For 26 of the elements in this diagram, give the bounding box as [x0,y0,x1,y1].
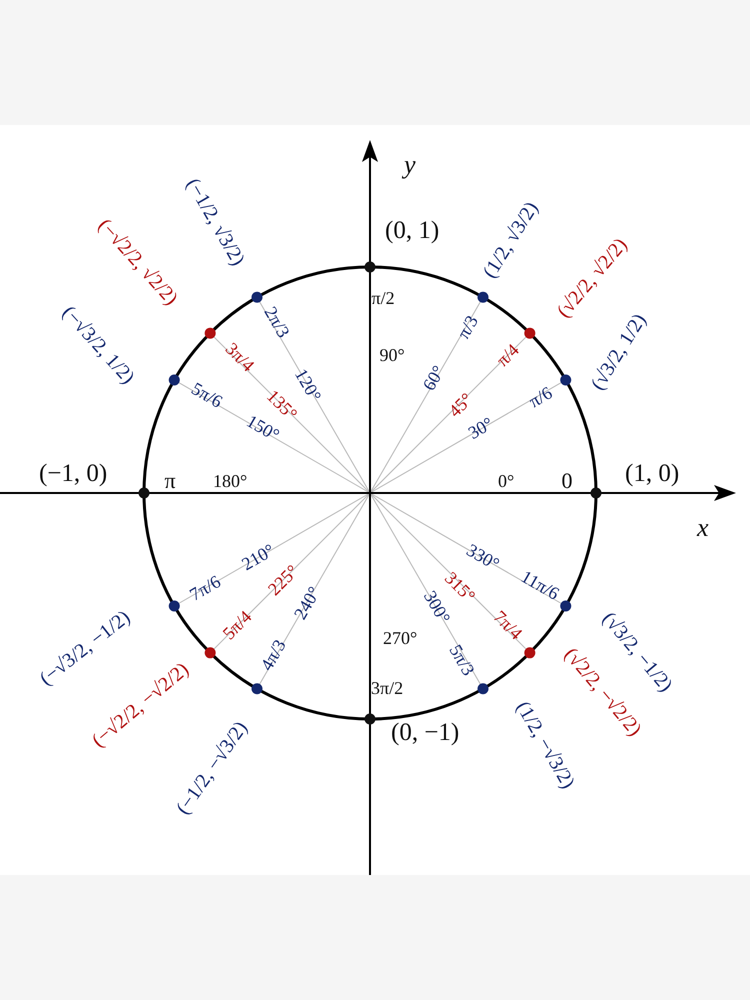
radian-label: π/3 [453,312,481,342]
radian-label: 3π/2 [371,679,404,697]
radian-label: 7π/4 [490,607,526,643]
radian-label: 3π/4 [222,339,258,375]
axis-label: x [697,515,709,541]
degree-label: 90° [380,346,405,364]
coordinate-label: (1, 0) [625,460,680,486]
coordinate-label: (−1, 0) [39,460,108,486]
radian-label: 7π/6 [186,572,224,604]
degree-label: 270° [383,629,418,647]
coordinate-label: (0, 1) [385,218,440,242]
radian-label: π/6 [526,383,555,411]
radian-label: 5π/4 [219,607,255,643]
coordinate-label: (0, −1) [391,720,460,744]
axis-label: y [404,152,416,178]
radian-label: 0 [562,470,572,492]
radian-label: 4π/3 [257,636,289,674]
degree-label: 0° [498,472,514,490]
radian-label: π/4 [492,340,522,370]
axis-label: π [164,470,176,492]
degree-label: 60° [419,362,448,394]
radian-label: 5π/6 [188,379,226,411]
degree-label: 180° [213,472,248,490]
radian-label: π/2 [372,289,395,307]
degree-label: 330° [464,540,502,574]
radian-label: 11π/6 [518,567,562,603]
